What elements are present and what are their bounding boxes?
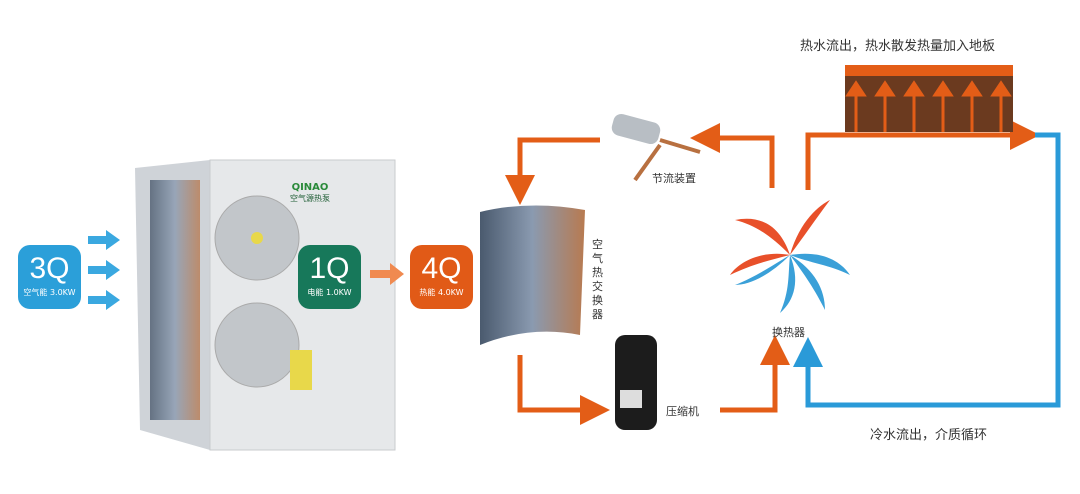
air-heat-exchanger-coil: [480, 205, 585, 345]
electric-energy-box: 1Q 电能 1.0KW: [298, 245, 361, 309]
compressor-label: 压缩机: [666, 405, 699, 418]
unit-logo: QINAO 空气源热泵: [290, 182, 330, 203]
air-energy-box: 3Q 空气能 3.0KW: [18, 245, 81, 309]
compressor: [615, 335, 657, 430]
energy-arrow: [370, 263, 404, 285]
hot-water-label: 热水流出，热水散发热量加入地板: [800, 39, 996, 54]
coil-label: 空气热交换器: [592, 238, 603, 321]
water-loop: [793, 132, 1061, 408]
exchanger-swirl: [730, 200, 850, 313]
cold-water-label: 冷水流出，介质循环: [870, 428, 988, 443]
valve-label: 节流装置: [652, 172, 696, 185]
floor-heating-panel: [845, 65, 1013, 132]
heat-energy-box: 4Q 热能 4.0KW: [410, 245, 473, 309]
refrigerant-loop: [505, 120, 1040, 425]
exchanger-label: 换热器: [772, 326, 805, 339]
air-intake-arrows: [88, 230, 120, 310]
